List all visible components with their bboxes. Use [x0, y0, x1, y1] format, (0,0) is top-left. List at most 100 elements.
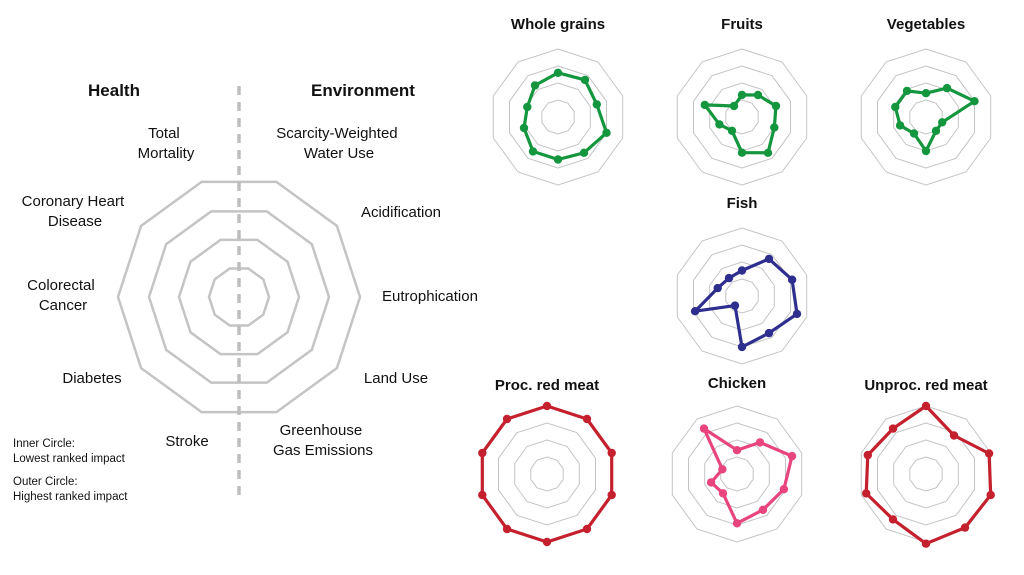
data-point: [718, 489, 728, 498]
axis-label-line: Total: [148, 125, 180, 142]
data-point: [519, 123, 529, 133]
axis-label-diabetes: Diabetes: [62, 370, 121, 387]
data-point: [888, 515, 898, 524]
health-header: Health: [88, 81, 140, 100]
key-legend: Inner Circle: Lowest ranked impact Outer…: [13, 438, 128, 503]
axis-label-coronary-heart-disease: Coronary Heart Disease: [22, 193, 129, 230]
data-point: [902, 86, 912, 96]
data-point: [542, 401, 552, 411]
data-point: [699, 424, 709, 433]
radar-panel-proc-red-meat: Proc. red meat: [478, 377, 616, 547]
data-point: [607, 448, 616, 458]
radar-panel-vegetables: Vegetables: [860, 16, 992, 186]
data-point: [523, 102, 532, 112]
grid-ring-2: [514, 439, 580, 509]
data-point: [755, 438, 765, 447]
series-line: [480, 404, 614, 544]
data-point: [528, 147, 538, 156]
axis-label-colorectal-cancer: Colorectal Cancer: [27, 277, 99, 314]
grid-ring-4: [671, 405, 803, 543]
data-point: [729, 101, 739, 111]
grid-ring-4: [676, 48, 808, 186]
grid-ring-4: [676, 227, 808, 365]
data-point: [724, 273, 734, 283]
panel-title: Whole grains: [511, 16, 605, 33]
data-point: [542, 537, 552, 547]
data-point: [737, 148, 747, 157]
grid-ring-3: [877, 65, 975, 169]
grid-ring-3: [693, 65, 791, 169]
grid-ring-1: [720, 456, 754, 492]
data-point: [921, 89, 931, 98]
data-point: [792, 309, 802, 319]
data-point: [732, 519, 742, 528]
grid-ring-1: [725, 278, 759, 314]
radar-panel-unproc-red-meat: Unproc. red meat: [860, 377, 995, 548]
data-point: [949, 431, 959, 440]
grid-ring-1: [909, 99, 943, 135]
axis-label-line: Water Use: [304, 145, 374, 162]
data-point: [763, 148, 773, 157]
data-point: [753, 90, 763, 100]
panel-title: Proc. red meat: [495, 377, 599, 394]
data-point: [758, 505, 768, 514]
environment-header: Environment: [311, 81, 415, 100]
data-point: [764, 328, 774, 338]
data-point: [727, 126, 737, 135]
grid-ring-2: [893, 439, 959, 509]
data-point: [579, 148, 589, 157]
data-point: [737, 90, 747, 100]
data-point: [921, 146, 931, 156]
key-grid-ring-1: [207, 267, 271, 327]
axis-label-line: Disease: [48, 213, 102, 230]
axis-label-acidification: Acidification: [361, 204, 441, 221]
axis-label-line: Greenhouse: [280, 422, 363, 439]
data-point: [863, 450, 872, 460]
data-point: [730, 301, 740, 310]
data-point: [582, 524, 592, 534]
data-point: [553, 68, 563, 78]
data-point: [713, 283, 722, 293]
radar-panel-fruits: Fruits: [676, 16, 808, 186]
data-point: [779, 485, 789, 494]
grid-ring-1: [725, 99, 759, 135]
data-point: [592, 100, 601, 109]
grid-ring-2: [704, 439, 770, 509]
radar-panel-whole-grains: Whole grains: [492, 16, 624, 186]
data-point: [970, 97, 979, 106]
data-point: [771, 101, 781, 111]
axis-label-land-use: Land Use: [364, 370, 428, 387]
axis-label-eutrophication: Eutrophication: [382, 288, 478, 305]
data-point: [502, 414, 512, 424]
data-point: [602, 128, 611, 137]
data-point: [960, 523, 970, 532]
data-point: [770, 123, 779, 132]
data-point: [700, 100, 709, 110]
radar-panel-chicken: Chicken: [671, 375, 803, 543]
data-point: [787, 275, 797, 284]
data-point: [909, 129, 919, 138]
legend-outer-desc: Highest ranked impact: [13, 491, 128, 503]
panel-title: Chicken: [708, 375, 766, 392]
axis-label-line: Gas Emissions: [273, 442, 373, 459]
key-grid-ring-4: [116, 180, 362, 414]
series-line: [702, 427, 794, 525]
data-point: [502, 524, 512, 534]
data-point: [580, 75, 590, 85]
grid-ring-2: [709, 261, 775, 331]
data-point: [690, 307, 700, 316]
panel-title: Unproc. red meat: [864, 377, 987, 394]
grid-ring-1: [909, 456, 943, 492]
data-point: [891, 102, 900, 112]
grid-ring-3: [688, 422, 786, 526]
data-point: [931, 126, 941, 135]
data-point: [921, 401, 931, 411]
data-point: [787, 451, 797, 461]
grid-ring-3: [498, 422, 596, 526]
data-point: [478, 490, 487, 500]
data-point: [718, 465, 727, 474]
grid-ring-1: [541, 99, 575, 135]
data-point: [478, 448, 487, 458]
